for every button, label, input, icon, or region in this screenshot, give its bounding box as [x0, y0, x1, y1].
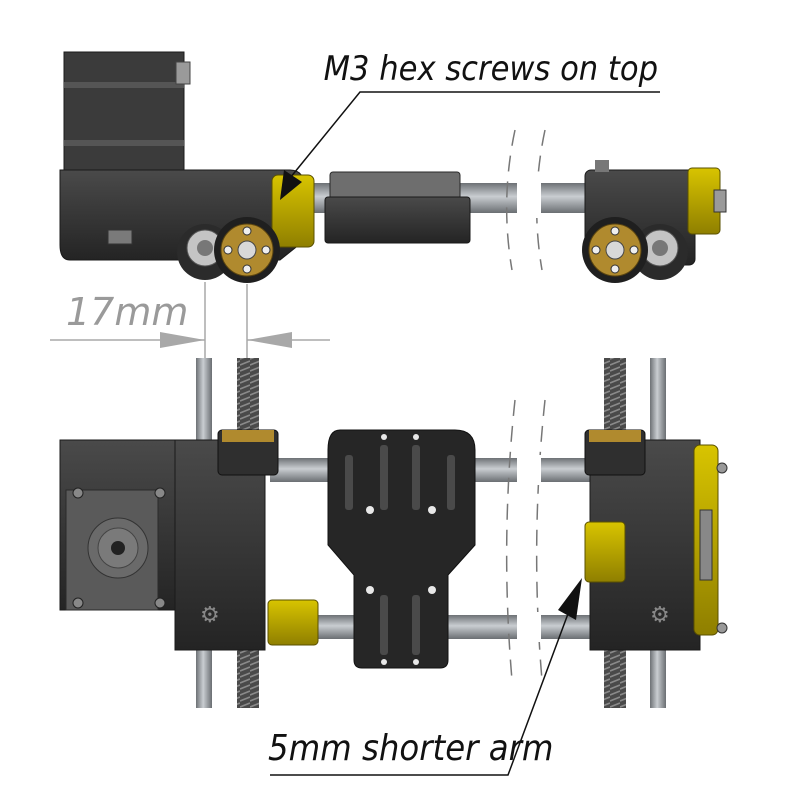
carriage-slots [345, 445, 455, 655]
break-mark-top-1 [505, 129, 516, 271]
motor-screw-3 [72, 597, 84, 609]
break-mark-top-2 [535, 129, 546, 271]
hex-screw-8 [629, 245, 639, 255]
callout-bottom-text: 5mm shorter arm [268, 728, 553, 769]
motor-connector [175, 61, 191, 85]
carriage-plate [327, 429, 476, 669]
stepper-motor-top [63, 51, 185, 178]
motor-screw-2 [154, 487, 166, 499]
callout-top-arrowhead [280, 170, 302, 200]
carriage-holes [366, 434, 436, 665]
brass-nut-left-bottom [222, 430, 274, 442]
brass-nut-right-bottom [589, 430, 641, 442]
callout-bottom-arrowhead [558, 578, 582, 620]
right-screw-bottom [716, 622, 728, 634]
hex-screw-1 [242, 226, 252, 236]
hex-screw-7 [591, 245, 601, 255]
screw-right-top [713, 189, 727, 213]
dim-arrow-right [247, 332, 292, 348]
break-mark-bottom-2 [535, 399, 546, 681]
hex-screw-2 [242, 264, 252, 274]
hex-screw-5 [610, 226, 620, 236]
yellow-part-bottom-left [267, 599, 319, 646]
break-gap-upper [517, 455, 541, 485]
brass-nut-right-center [605, 240, 625, 260]
callout-bottom-leader [270, 594, 576, 776]
hex-screw-6 [610, 264, 620, 274]
dimension-label: 17mm [66, 290, 188, 334]
idler-bearing-right-hub [652, 240, 668, 256]
small-bracket [107, 229, 133, 245]
motor-screw-4 [154, 597, 166, 609]
top-assembly [59, 51, 727, 283]
callout-top-leader [289, 91, 660, 179]
endstop-connector [699, 509, 713, 581]
break-gap-top [517, 180, 541, 218]
x-rod-lower [290, 615, 610, 639]
callout-bottom-group: 5mm shorter arm [268, 578, 582, 776]
motor-shaft [111, 541, 125, 555]
hex-screw-4 [261, 245, 271, 255]
bottom-assembly: ⚙ ⚙ [59, 358, 728, 708]
dimension-17mm: 17mm [50, 282, 330, 360]
motor-screw-1 [72, 487, 84, 499]
callout-top-text: M3 hex screws on top [324, 49, 658, 89]
break-gap-lower [517, 612, 541, 642]
callout-top-group: M3 hex screws on top [280, 49, 660, 200]
motor-band-2 [64, 140, 184, 146]
screw-top-nub [595, 160, 609, 172]
gear-logo-right-icon: ⚙ [650, 603, 670, 628]
brass-nut-left-center [237, 240, 257, 260]
carriage-block-top [324, 196, 471, 244]
right-screw-top [716, 462, 728, 474]
break-mark-bottom-1 [505, 399, 516, 681]
motor-band-1 [64, 82, 184, 88]
hex-screw-3 [223, 245, 233, 255]
gear-logo-left-icon: ⚙ [200, 603, 220, 628]
idler-bearing-left-hub [197, 240, 213, 256]
yellow-part-bottom-right [584, 521, 626, 583]
dim-arrow-left [160, 332, 205, 348]
